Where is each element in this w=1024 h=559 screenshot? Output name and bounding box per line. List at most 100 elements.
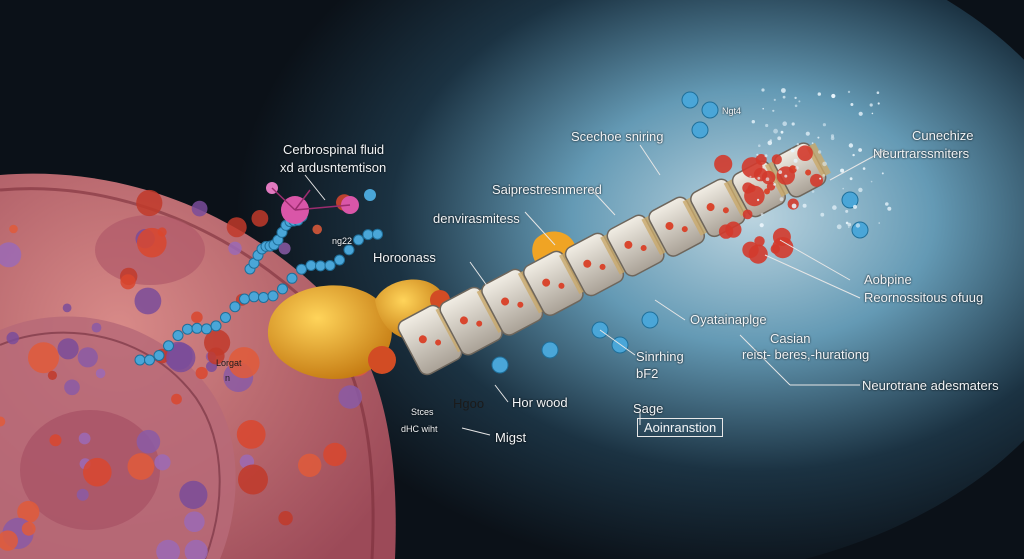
- cell: [49, 434, 62, 447]
- blue-molecule: [315, 260, 326, 272]
- red-marker: [542, 278, 551, 287]
- cell: [338, 385, 363, 409]
- sparkle-dot: [762, 107, 764, 110]
- sparkle-dot: [822, 174, 826, 177]
- cell: [156, 539, 180, 559]
- blue-molecule: [353, 234, 364, 246]
- intervertebral-disc: [723, 178, 751, 217]
- sparkle-dot: [871, 112, 874, 115]
- sparkle-dot: [781, 88, 786, 93]
- cell: [28, 342, 59, 374]
- cell: [195, 366, 208, 380]
- blue-molecule: [324, 260, 336, 271]
- leader-lines: [304, 144, 886, 436]
- red-marker: [435, 339, 442, 346]
- cell: [21, 521, 36, 536]
- sparkle-dot: [850, 103, 854, 106]
- red-marker: [624, 240, 633, 249]
- cell: [171, 393, 182, 405]
- cell: [228, 241, 242, 255]
- blue-molecule: [641, 311, 659, 329]
- cell: [6, 331, 19, 345]
- cell: [191, 200, 208, 217]
- cell: [238, 464, 268, 495]
- sparkle-dot: [869, 103, 873, 107]
- cell: [0, 416, 6, 427]
- sparkle-dot: [848, 226, 850, 228]
- sparkle-dot: [853, 204, 857, 209]
- sparkle-dot: [820, 212, 825, 217]
- blue-molecule: [134, 354, 146, 366]
- blue-molecule: [267, 290, 279, 302]
- label-reornossitous: Reornossitous ofuug: [864, 290, 984, 305]
- sparkle-dot: [842, 187, 844, 190]
- sparkle-dot: [773, 183, 776, 186]
- blue-molecule: [229, 301, 241, 313]
- blue-molecule: [172, 330, 184, 341]
- cell: [47, 370, 58, 380]
- red-marker: [418, 335, 427, 344]
- sparkle-dot: [878, 222, 880, 224]
- cell: [323, 442, 347, 467]
- blue-molecule: [286, 272, 298, 284]
- sparkle-dot: [822, 123, 827, 127]
- cell: [62, 303, 72, 313]
- sparkle-dot: [784, 174, 788, 178]
- label-aobpine: Aobpine: [864, 272, 912, 287]
- sparkle-dot: [761, 88, 765, 92]
- sparkle-dot: [817, 136, 820, 139]
- sparkle-dot: [817, 150, 822, 154]
- sparkle-dot: [778, 170, 783, 175]
- red-cell: [725, 221, 742, 238]
- cell: [64, 379, 80, 396]
- label-horoonass: Horoonass: [373, 250, 436, 265]
- sparkle-dot: [848, 143, 854, 148]
- blue-molecule: [144, 354, 155, 366]
- label-ng22: ng22: [332, 236, 353, 246]
- cell: [298, 453, 322, 477]
- red-cell: [771, 154, 782, 165]
- red-marker: [583, 259, 592, 268]
- red-cell: [810, 173, 823, 187]
- sparkle-dot: [831, 93, 836, 99]
- blue-molecule: [851, 221, 869, 239]
- label-migst: Migst: [495, 430, 527, 445]
- sparkle-dot: [793, 158, 798, 163]
- sparkle-dot: [791, 122, 795, 126]
- red-marker: [722, 207, 729, 214]
- sparkle-dot: [817, 92, 821, 96]
- sparkle-dot: [782, 121, 787, 126]
- sparkle-dot: [811, 190, 815, 193]
- cell: [127, 453, 155, 480]
- label-dhc-wiht: dHC wiht: [401, 424, 438, 434]
- sparkle-dot: [777, 136, 782, 141]
- cell: [136, 429, 161, 454]
- cell: [251, 210, 269, 227]
- sparkle-dot: [881, 172, 884, 175]
- label-neurtrarssmiters: Neurtrarssmiters: [873, 146, 970, 161]
- sparkle-dot: [773, 128, 778, 134]
- blue-molecule: [491, 356, 509, 374]
- blue-molecule: [372, 228, 383, 240]
- red-marker: [681, 226, 688, 233]
- sparkle-dot: [751, 120, 755, 124]
- sparkle-dot: [756, 153, 759, 156]
- sparkle-dot: [858, 111, 863, 116]
- sparkle-dot: [858, 187, 863, 193]
- cell: [228, 347, 260, 379]
- cell: [154, 454, 171, 471]
- cell: [136, 189, 163, 217]
- red-marker: [476, 320, 483, 327]
- red-cell: [742, 209, 753, 220]
- sparkle-dot: [769, 139, 772, 142]
- sparkle-dot: [852, 153, 855, 157]
- label-neurotrane: Neurotrane adesmaters: [862, 378, 999, 393]
- cell: [137, 227, 167, 258]
- sparkle-dot: [760, 213, 764, 216]
- label-lorgat: Lorgat: [216, 358, 242, 368]
- sparkle-dot: [847, 222, 852, 227]
- blue-molecule: [611, 336, 629, 354]
- cell: [207, 347, 225, 365]
- label-horwood: Hor wood: [512, 395, 568, 410]
- label-sage: Sage: [633, 401, 664, 416]
